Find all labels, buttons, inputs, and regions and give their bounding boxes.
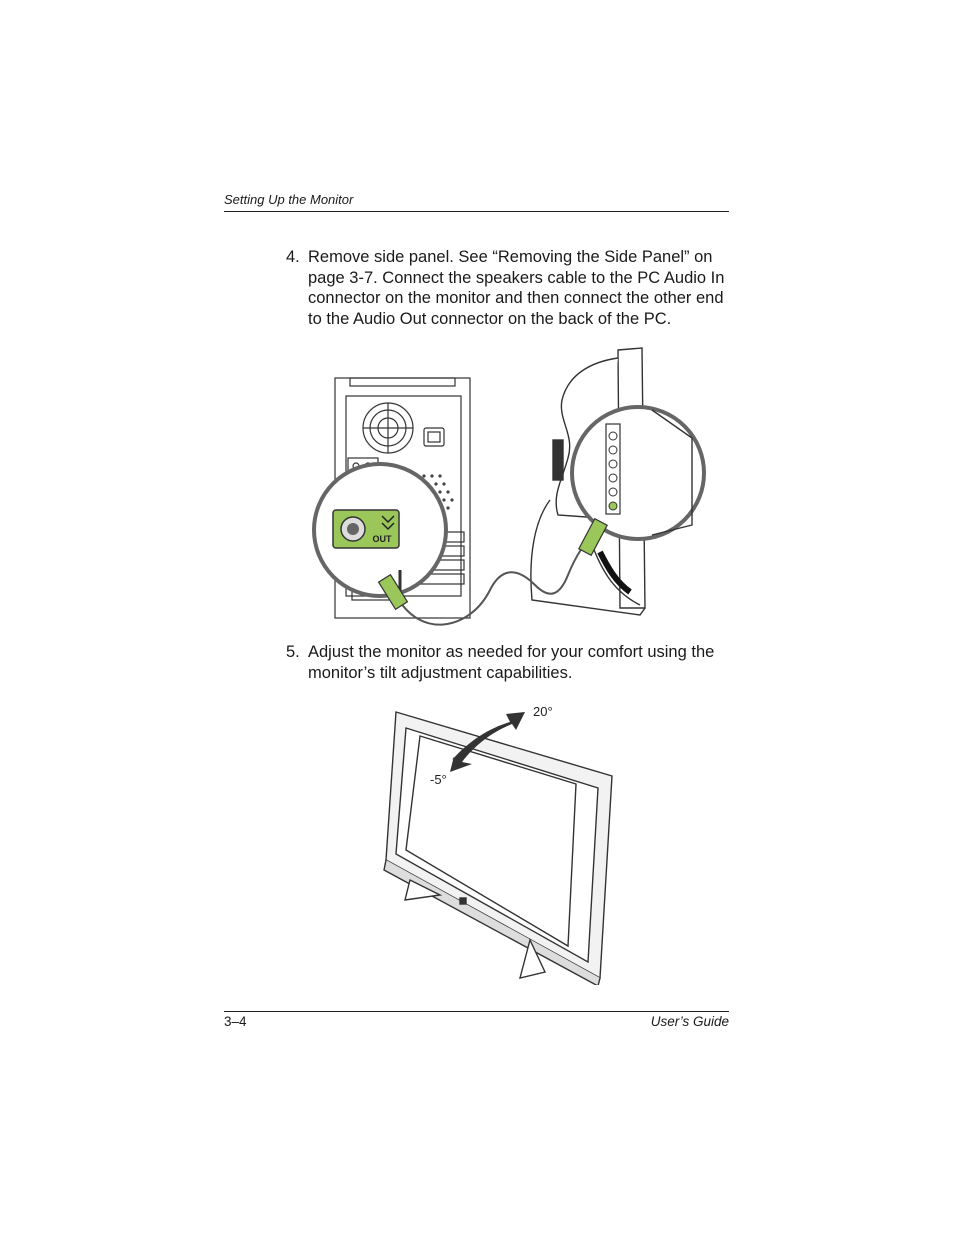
page-number: 3–4: [224, 1014, 247, 1029]
speaker-cable: [395, 524, 601, 626]
footer-rule: [224, 1011, 729, 1012]
step-number: 5.: [286, 643, 300, 661]
guide-title: User’s Guide: [650, 1014, 729, 1029]
monitor-tilt-illustration: 20° -5°: [383, 704, 613, 985]
tilt-down-label: -5°: [430, 772, 447, 787]
tilt-arrow-icon: [450, 712, 525, 772]
step-text: Remove side panel. See “Removing the Sid…: [308, 248, 725, 328]
step-text: Adjust the monitor as needed for your co…: [308, 643, 715, 682]
step-5: 5. Adjust the monitor as needed for your…: [286, 642, 736, 683]
port-label-out: OUT: [373, 534, 393, 544]
header-rule: [224, 211, 729, 212]
audio-connection-illustration: OUT: [312, 347, 706, 626]
running-header: Setting Up the Monitor: [224, 192, 354, 207]
tilt-up-label: 20°: [533, 704, 553, 719]
step-number: 4.: [286, 248, 300, 266]
zoom-monitor-audio-in: [570, 405, 706, 557]
zoom-pc-audio-out: [312, 462, 448, 611]
step-4: 4. Remove side panel. See “Removing the …: [286, 247, 736, 329]
monitor-front: [383, 711, 613, 985]
